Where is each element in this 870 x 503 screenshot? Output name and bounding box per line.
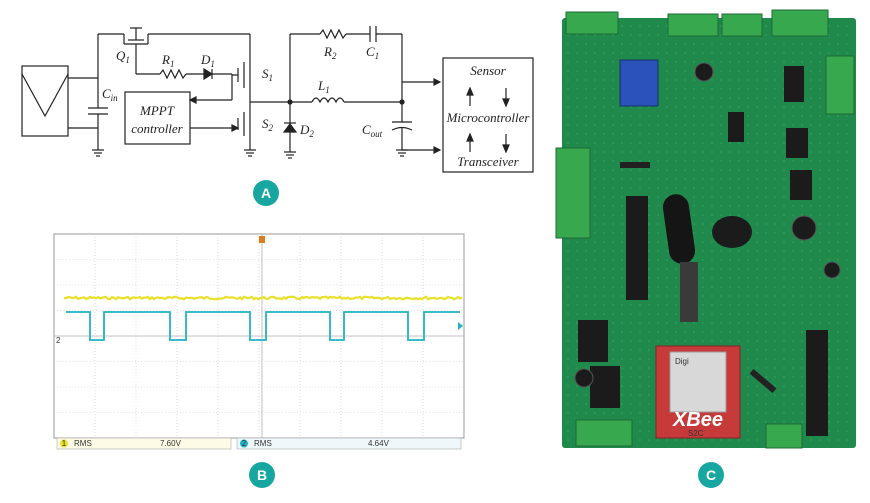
mppt-label-line2: controller (131, 121, 183, 136)
badge-c (698, 462, 724, 488)
pcb-photo: Digi XBee S2C (555, 9, 856, 449)
antenna-connector (680, 262, 698, 322)
solar-panel-glyph (21, 73, 69, 118)
d2-diode (282, 123, 298, 133)
inductor (712, 216, 752, 248)
label-r2: R2 (323, 44, 337, 61)
terminal-block-bottom-2 (765, 423, 803, 449)
label-r1: R1 (161, 52, 174, 69)
terminal-block-top-3 (721, 13, 763, 37)
terminal-block-bottom-1 (575, 419, 633, 447)
label-s1: S1 (262, 66, 273, 83)
xbee-model-text: S2C (688, 429, 704, 438)
diode-2 (749, 369, 777, 393)
mppt-label-line1: MPPT (139, 103, 175, 118)
regulator-4 (578, 320, 608, 362)
mppt-controller-box (124, 91, 191, 145)
terminal-block-top-1 (565, 11, 619, 35)
regulator-3 (790, 170, 812, 200)
label-d2: D2 (299, 122, 314, 139)
r1-resistor (159, 68, 187, 80)
label-c1: C1 (366, 44, 379, 61)
ch1-mode: RMS (74, 439, 92, 448)
label-s2: S2 (262, 116, 274, 133)
capacitor-4 (574, 368, 594, 388)
diode-1 (620, 162, 650, 168)
sensor-label: Sensor (470, 63, 506, 78)
trigger-marker-icon (259, 236, 265, 243)
ch1-indicator (60, 439, 68, 448)
label-cout: Cout (362, 122, 383, 139)
ch2-index: 2 (242, 439, 247, 448)
capacitor-3 (823, 261, 841, 279)
regulator-5 (590, 366, 620, 408)
label-q1: Q1 (116, 48, 130, 65)
microcontroller-label: Microcontroller (446, 110, 531, 125)
xbee-shield (669, 351, 727, 413)
l1-inductor (311, 97, 345, 104)
oscilloscope-screen: 2 (53, 233, 465, 439)
ch2-indicator (240, 439, 248, 448)
r2-resistor (319, 28, 347, 40)
terminal-block-top-4 (771, 9, 829, 37)
regulator-2 (786, 128, 808, 158)
transceiver-label: Transceiver (457, 154, 519, 169)
badge-a-text: A (261, 185, 271, 201)
ic-right (806, 330, 828, 436)
label-l1: L1 (317, 78, 330, 95)
label-cin: Cin (102, 86, 118, 103)
ch2-arrow-icon (458, 322, 463, 330)
badge-a (253, 180, 279, 206)
label-d1: D1 (200, 52, 215, 69)
d1-diode (203, 67, 214, 81)
terminal-block-right (825, 55, 855, 115)
solar-panel-icon (21, 65, 69, 137)
xbee-logo-text: Digi (675, 357, 689, 366)
scope-readout-bar: 1 RMS 7.60V 2 RMS 4.64V (56, 437, 462, 450)
sensor-mcu-transceiver-box (442, 57, 534, 173)
regulator-1 (784, 66, 804, 102)
terminal-block-left (555, 147, 591, 239)
terminal-block-top-2 (667, 13, 719, 37)
ch2-trace (66, 311, 460, 341)
ch1-index: 1 (62, 439, 67, 448)
badge-c-text: C (706, 467, 716, 483)
capacitor-1 (694, 62, 714, 82)
circuit-schematic (21, 26, 534, 173)
ch1-value: 7.60V (160, 439, 182, 448)
ch2-value: 4.64V (368, 439, 390, 448)
microcontroller-ic (626, 196, 648, 300)
badge-b (249, 462, 275, 488)
antenna (662, 194, 696, 264)
xbee-brand-text: XBee (672, 409, 723, 431)
ic-small (728, 112, 744, 142)
badge-b-text: B (257, 467, 267, 483)
ch1-trace (63, 295, 463, 301)
ch2-ground-marker-icon: 2 (56, 336, 61, 345)
ch2-mode: RMS (254, 439, 272, 448)
capacitor-2 (791, 215, 817, 241)
sensor-module (619, 59, 659, 107)
